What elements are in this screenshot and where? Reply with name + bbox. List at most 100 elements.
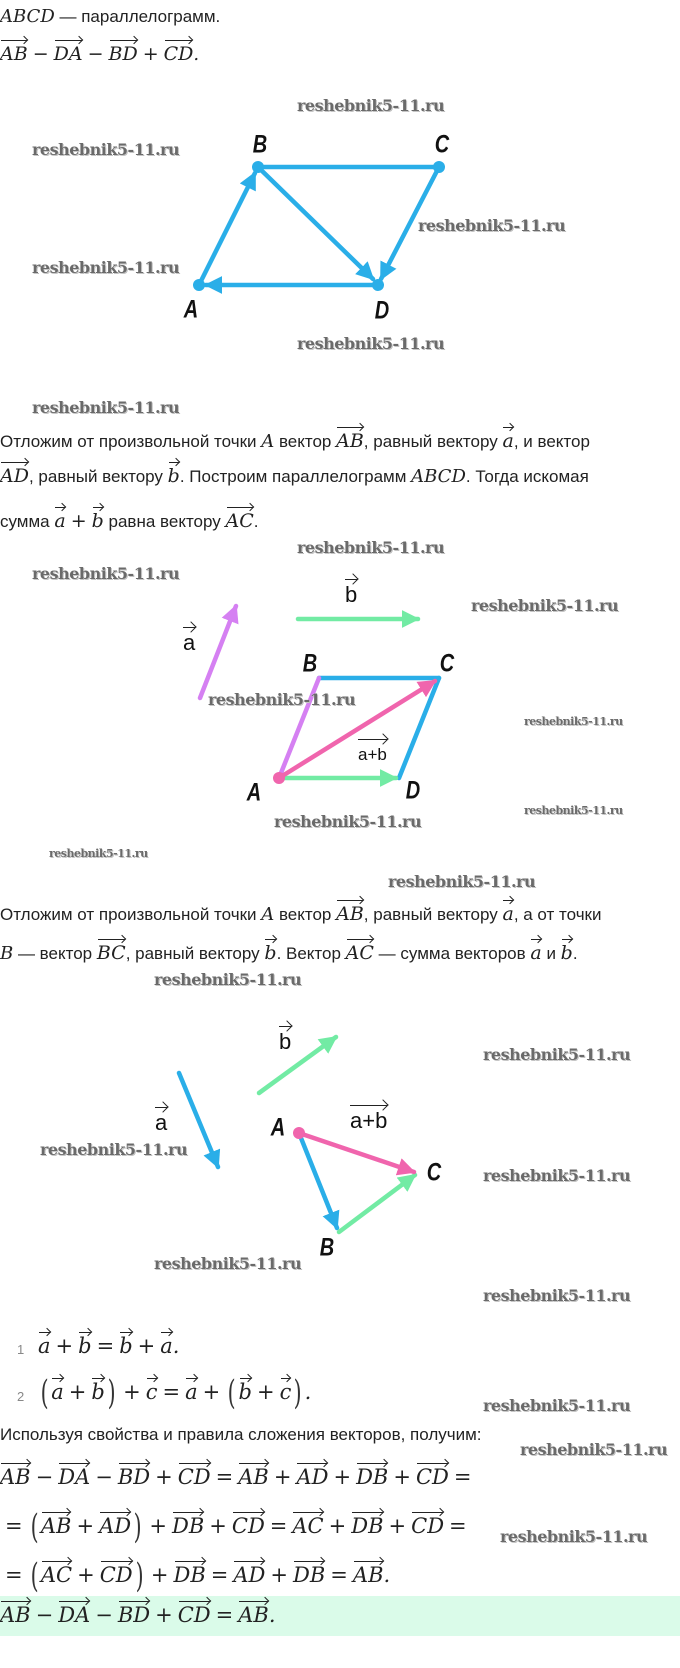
watermark: reshebnik5-11.ru [500, 1527, 648, 1546]
figure2-parallelogram-rule [197, 603, 442, 787]
text: , и вектор [513, 432, 590, 451]
operator: + [388, 1514, 407, 1538]
text: сумма [0, 512, 55, 531]
vector-CD: CD [164, 36, 193, 65]
watermark: reshebnik5-11.ru [154, 970, 302, 989]
watermark: reshebnik5-11.ru [32, 258, 180, 277]
operator: + [256, 1380, 275, 1404]
vector-AD: AD [296, 1459, 328, 1488]
vector-AB: AB [41, 1508, 71, 1537]
vector-b: b [91, 1374, 105, 1403]
operator: + [155, 1603, 173, 1627]
vector-b: b [168, 458, 180, 487]
point-A [273, 772, 285, 784]
paragraph2-line2: B — вектор BC, равный вектору b. Вектор … [0, 935, 578, 967]
vector-b: b [561, 935, 573, 964]
vector-BC: BC [97, 935, 126, 964]
vector-CD: CD [416, 1459, 449, 1488]
operator: − [95, 1603, 113, 1627]
operator: = [210, 1563, 229, 1587]
text: , равный вектору [363, 432, 503, 451]
property-associative: (a+b)+c=a+(b+c). [38, 1373, 312, 1413]
operator: = [162, 1380, 181, 1404]
watermark: reshebnik5-11.ru [297, 334, 445, 353]
operator: − [87, 43, 104, 65]
text: . Построим параллелограмм [179, 467, 412, 486]
vector-DA: DA [58, 1597, 90, 1626]
derivation-line2: =(AB+AD)+DB+CD=AC+DB+CD= [0, 1508, 472, 1544]
vector-b: b [92, 503, 104, 532]
vector-a-label: a [155, 1102, 168, 1134]
operator: = [453, 1465, 472, 1489]
vector-a-label: a [183, 622, 196, 654]
watermark: reshebnik5-11.ru [32, 564, 180, 583]
point-A [193, 279, 205, 291]
vector-a: a [54, 503, 66, 532]
watermark: reshebnik5-11.ru [483, 1045, 631, 1064]
operator: = [215, 1603, 234, 1627]
math-symbol: . [172, 1334, 180, 1358]
vector-a: a [502, 896, 514, 925]
vector-AC [296, 1130, 417, 1176]
vector-DB: DB [293, 1557, 325, 1586]
vector-BD: BD [118, 1459, 150, 1488]
operator: + [393, 1465, 411, 1489]
vector-AC: AC [292, 1508, 324, 1537]
parenthesis: ( [30, 1556, 39, 1596]
operator: = [449, 1514, 467, 1538]
vector-CD: CD [100, 1557, 133, 1586]
watermark: reshebnik5-11.ru [524, 715, 623, 728]
point-C [433, 161, 445, 173]
list-number: 2 [17, 1389, 25, 1404]
vector-a: a [160, 1328, 173, 1357]
vector-AC: AC [226, 503, 254, 532]
derivation-line3: =(AC+CD)+DB=AD+DB=AB. [0, 1556, 390, 1596]
operator: + [76, 1514, 95, 1538]
parenthesis: ) [293, 1373, 302, 1413]
text: и [541, 944, 561, 963]
problem-statement: ABCD — параллелограмм. [0, 4, 220, 30]
label-C: C [439, 649, 455, 678]
vector-AD: AD [0, 458, 29, 487]
operator: + [273, 1465, 292, 1489]
operator: + [209, 1514, 227, 1538]
label-C: C [434, 130, 450, 159]
vector-a [197, 603, 239, 701]
math-symbol: B [0, 943, 14, 964]
vector-b: b [264, 935, 277, 964]
parenthesis: ) [107, 1373, 116, 1413]
vector-AB: AB [0, 36, 28, 65]
vector-DB: DB [174, 1557, 206, 1586]
operator: = [330, 1563, 348, 1587]
vector-DB: DB [172, 1508, 204, 1537]
vector-b: b [78, 1328, 92, 1357]
math-symbol: . [193, 44, 200, 65]
watermark: reshebnik5-11.ru [471, 596, 619, 615]
text: . Вектор [276, 944, 346, 963]
vector-DA: DA [58, 1459, 90, 1488]
text: вектор [274, 905, 337, 924]
watermark: reshebnik5-11.ru [297, 96, 445, 115]
vector-DB: DB [351, 1508, 384, 1537]
vector-AB: AB [353, 1557, 384, 1586]
watermark: reshebnik5-11.ru [297, 538, 445, 557]
vector-b [256, 1034, 339, 1096]
label-B: B [252, 130, 268, 159]
vector-CD: CD [232, 1508, 265, 1537]
watermark: reshebnik5-11.ru [483, 1166, 631, 1185]
vector-DB: DB [356, 1459, 388, 1488]
vector-b-label: b [279, 1021, 292, 1053]
vector-a: a [502, 423, 514, 452]
vector-a: a [530, 935, 542, 964]
text: равна вектору [103, 512, 226, 531]
vector-BD: BD [109, 36, 138, 65]
conclusion-intro: Используя свойства и правила сложения ве… [0, 1422, 482, 1448]
text: . Тогда искомая [465, 467, 589, 486]
paragraph1-line2: AD, равный вектору b. Построим параллело… [0, 458, 589, 490]
parenthesis: ( [227, 1373, 236, 1413]
watermark: reshebnik5-11.ru [154, 1254, 302, 1273]
operator: − [35, 1465, 54, 1489]
vector-c: c [280, 1374, 291, 1403]
problem-expression: AB−DA−BD+CD. [0, 36, 199, 68]
label-B: B [302, 649, 318, 678]
